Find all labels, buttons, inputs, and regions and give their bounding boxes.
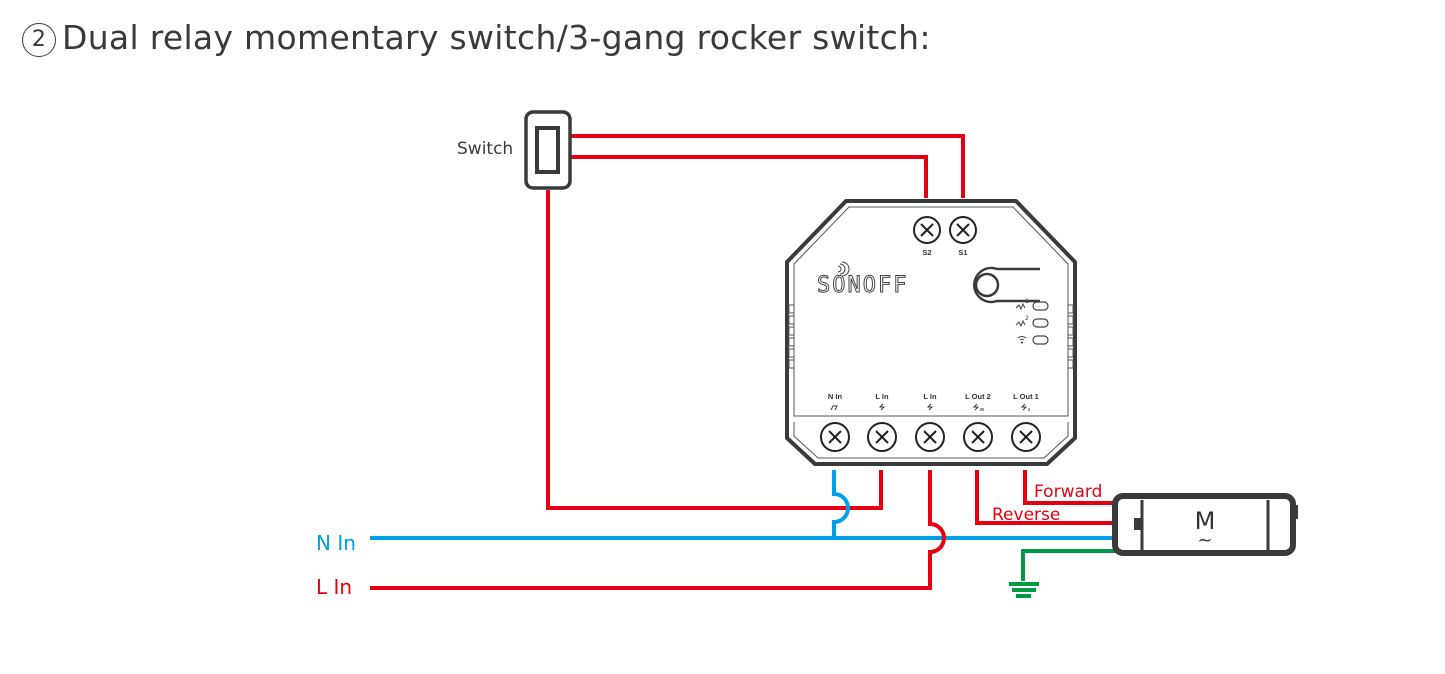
terminal-l-out-1-label: L Out 1 (1013, 392, 1039, 401)
motor: M ~ (1112, 493, 1298, 556)
terminal-n-in[interactable] (820, 422, 850, 452)
indicator-wifi (1017, 335, 1049, 345)
terminal-l-in-2-label: L In (923, 392, 937, 401)
terminal-l-out-2[interactable] (963, 422, 993, 452)
terminal-l-in-2[interactable] (915, 422, 945, 452)
switch-label: Switch (457, 139, 513, 159)
wall-switch[interactable] (524, 110, 572, 190)
wifi-icon (1017, 336, 1027, 344)
wire-neutral-terminal (832, 470, 850, 538)
live-out-1-symbol-icon (1020, 403, 1030, 411)
step-number-badge: 2 (22, 23, 56, 57)
terminal-l-in-1-label: L In (875, 392, 889, 401)
ground-icon (1009, 582, 1039, 598)
wire-switch-s2 (571, 155, 928, 198)
title-text: Dual relay momentary switch/3-gang rocke… (62, 18, 931, 57)
ac-symbol: ~ (1197, 530, 1212, 551)
wire-live-terminal (370, 470, 946, 590)
relay-1-icon (1015, 302, 1026, 311)
terminal-s2-label: S2 (922, 248, 931, 257)
side-clips-left (788, 304, 795, 369)
terminal-s1[interactable]: S1 (949, 216, 977, 257)
wireless-signal-icon (837, 261, 850, 277)
wire-reverse (975, 470, 1118, 525)
side-clips-right (1067, 304, 1074, 369)
motor-label: M (1195, 507, 1216, 535)
terminal-n-in-label: N In (828, 392, 843, 401)
sonoff-device: SONOFF 1 2 (785, 199, 1077, 466)
neutral-symbol-icon (830, 405, 838, 411)
live-symbol-icon (878, 403, 886, 411)
live-out-2-symbol-icon (972, 403, 984, 411)
terminal-l-out-1[interactable] (1011, 422, 1041, 452)
wire-ground (1021, 549, 1118, 581)
forward-label: Forward (1034, 482, 1102, 502)
terminal-l-in-1[interactable] (867, 422, 897, 452)
relay-2-sup: 2 (1025, 315, 1029, 322)
indicator-relay-2: 2 (1015, 315, 1049, 328)
pairing-button[interactable] (973, 266, 1040, 304)
wire-forward (1023, 470, 1118, 505)
terminal-l-out-2-label: L Out 2 (965, 392, 991, 401)
relay-1-sup: 1 (1025, 298, 1029, 305)
neutral-in-label: N In (316, 531, 356, 555)
relay-2-icon (1015, 319, 1026, 328)
wires (370, 134, 1118, 590)
indicator-relay-1: 1 (1015, 298, 1049, 311)
terminal-s2[interactable]: S2 (913, 216, 941, 257)
reverse-label: Reverse (992, 505, 1060, 525)
terminal-s1-label: S1 (958, 248, 967, 257)
wire-switch-s1 (571, 134, 965, 198)
live-symbol-icon (926, 403, 934, 411)
brand-logo: SONOFF (817, 273, 908, 298)
live-in-label: L In (316, 575, 352, 599)
wire-switch-common (546, 190, 883, 510)
